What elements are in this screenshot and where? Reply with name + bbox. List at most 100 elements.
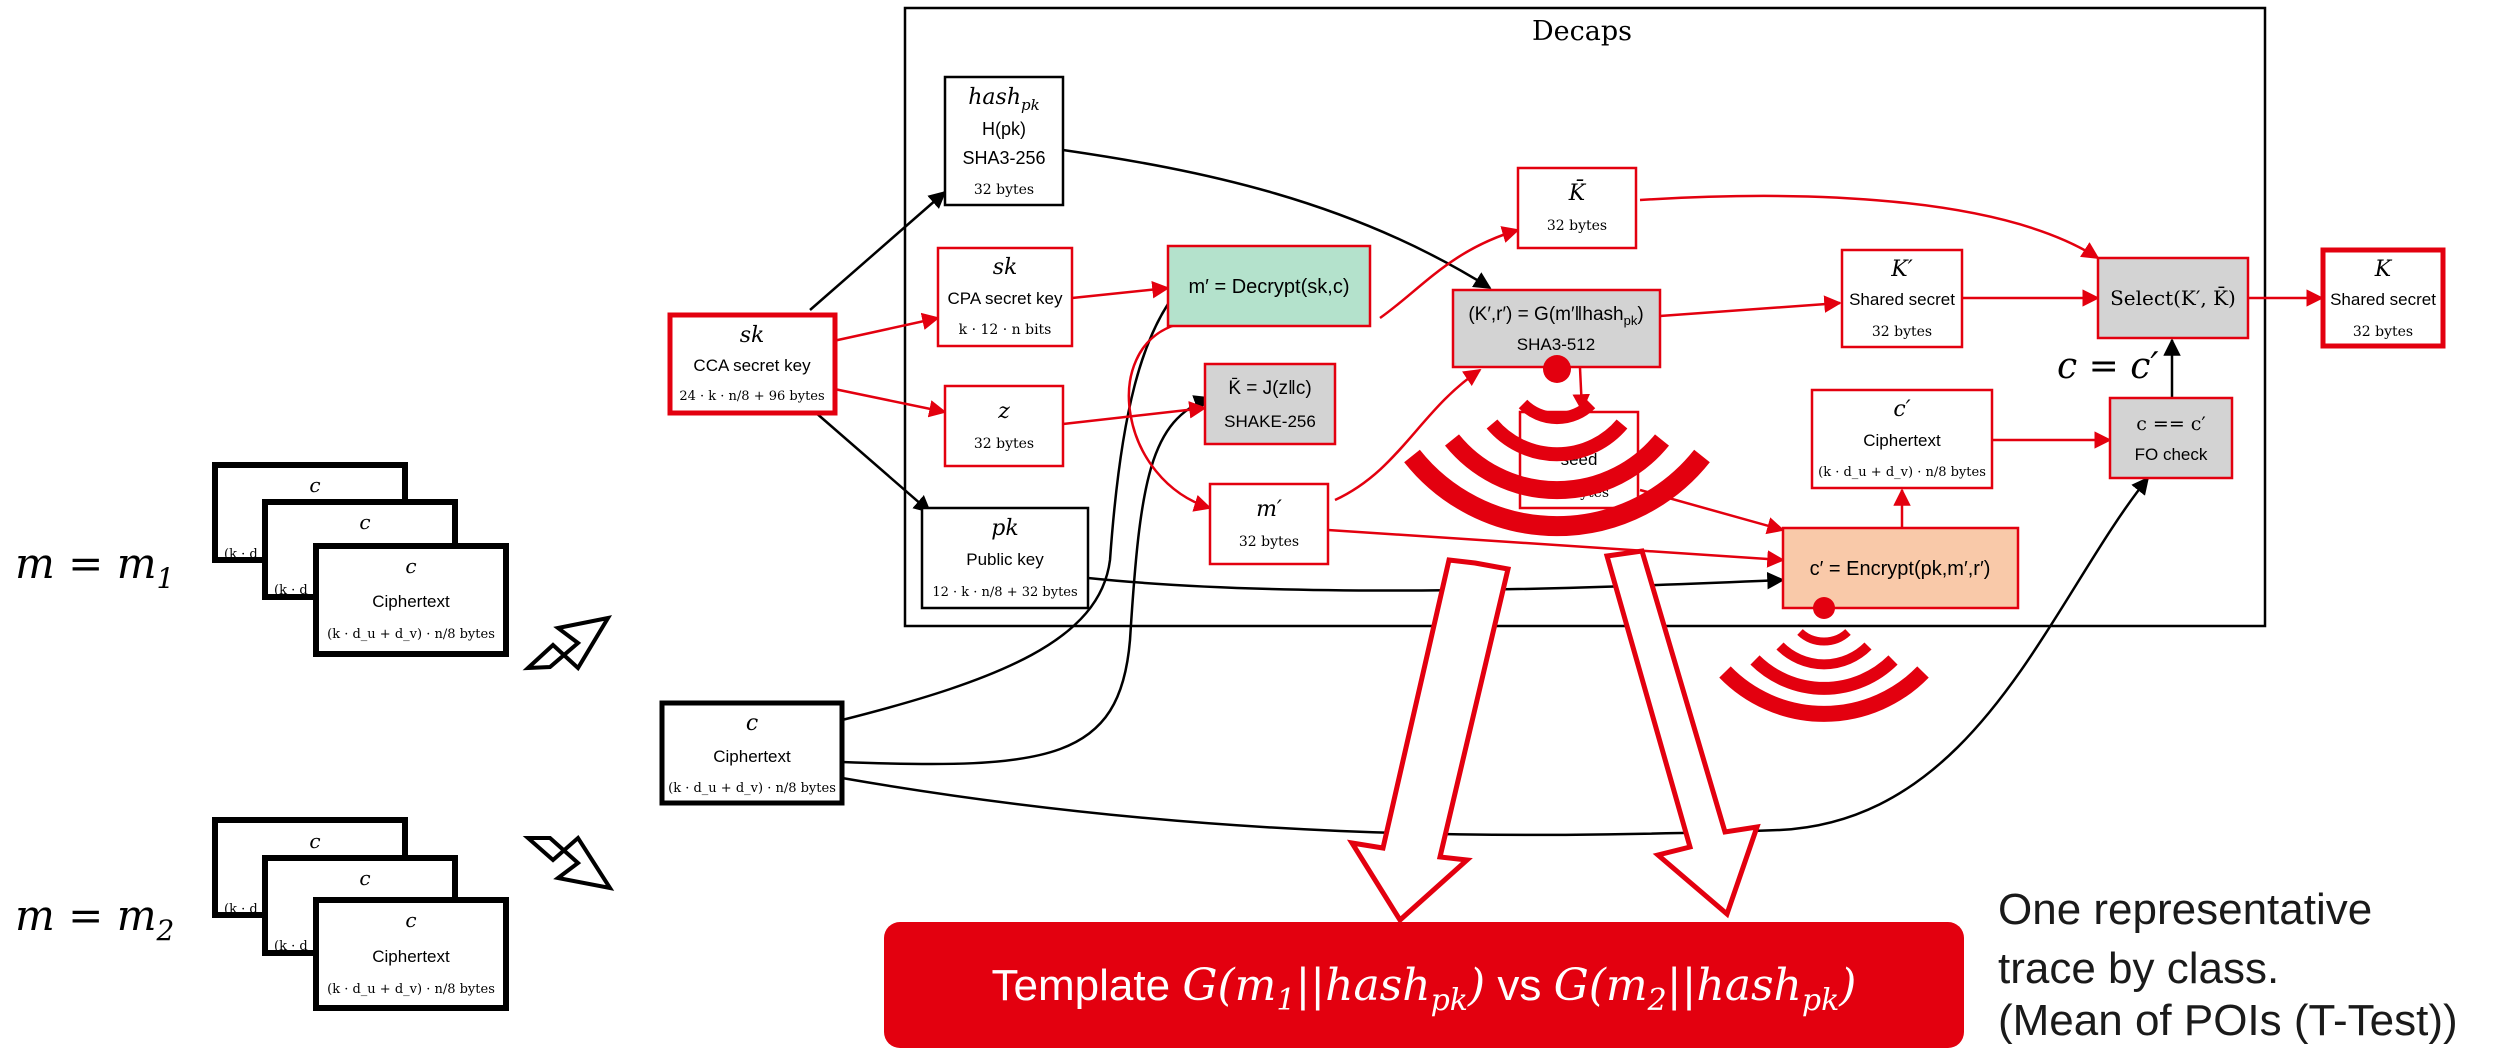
- svg-text:(k · d_u + d_v) · n/8 bytes: (k · d_u + d_v) · n/8 bytes: [327, 627, 495, 642]
- svg-text:(k · d: (k · d: [274, 583, 308, 598]
- node-select: Select(K′, K̄): [2096, 256, 2250, 340]
- svg-text:sk: sk: [993, 255, 1018, 280]
- svg-text:Template G(m1||hashpk) vs G(m2: Template G(m1||hashpk) vs G(m2||hashpk): [992, 960, 1857, 1018]
- svg-text:K′: K′: [1890, 257, 1912, 282]
- svg-text:Public key: Public key: [966, 550, 1044, 569]
- svg-text:Shared secret: Shared secret: [1849, 290, 1955, 309]
- edge-mprime-encrypt: [1327, 528, 1785, 568]
- svg-text:Ciphertext: Ciphertext: [713, 747, 791, 766]
- svg-text:(Mean of POIs (T-Test)): (Mean of POIs (T-Test)): [1998, 996, 2458, 1045]
- template-banner: Template G(m1||hashpk) vs G(m2||hashpk): [884, 922, 1964, 1048]
- svg-text:SHA3-512: SHA3-512: [1517, 335, 1595, 354]
- node-kbar-j: K̄ = J(z‖c) SHAKE-256: [1203, 362, 1337, 446]
- edge-g-seed: [1572, 367, 1590, 412]
- edge-hashpk-g: [1062, 148, 1492, 290]
- node-z: z 32 bytes: [943, 384, 1065, 468]
- svg-text:c: c: [309, 829, 320, 853]
- svg-text:m′ = Decrypt(sk,c): m′ = Decrypt(sk,c): [1189, 276, 1350, 298]
- node-pk: pk Public key 12 · k · n/8 + 32 bytes: [920, 506, 1090, 610]
- svg-text:(k · d_u + d_v) · n/8 bytes: (k · d_u + d_v) · n/8 bytes: [327, 982, 495, 997]
- svg-text:CCA secret key: CCA secret key: [693, 356, 811, 375]
- svg-text:m′: m′: [1256, 497, 1282, 522]
- svg-text:c′ = Encrypt(pk,m′,r′): c′ = Encrypt(pk,m′,r′): [1810, 558, 1991, 580]
- ciphertext-stack-1: c (k · d c (k · d c Ciphertext (k · d_u …: [212, 462, 509, 657]
- label-m1: m = m1: [15, 539, 174, 595]
- node-sk-cca: sk CCA secret key 24 · k · n/8 + 96 byte…: [667, 312, 838, 416]
- svg-text:pk: pk: [991, 516, 1018, 541]
- node-k-out: K Shared secret 32 bytes: [2320, 247, 2446, 349]
- svg-text:z: z: [997, 399, 1010, 424]
- svg-text:(k · d_u + d_v) · n/8 bytes: (k · d_u + d_v) · n/8 bytes: [668, 781, 836, 796]
- leakage-icon-g: [1404, 355, 1710, 537]
- svg-text:32 bytes: 32 bytes: [1239, 534, 1299, 550]
- hollow-arrow-upper: [522, 615, 613, 672]
- edge-mprime-g: [1334, 368, 1482, 502]
- svg-text:32 bytes: 32 bytes: [2353, 324, 2413, 340]
- svg-text:(k · d_u + d_v) · n/8 bytes: (k · d_u + d_v) · n/8 bytes: [1818, 465, 1986, 480]
- decaps-frame: [903, 6, 2267, 628]
- edge-c-decrypt: [841, 280, 1187, 722]
- edge-c-jhash: [841, 395, 1212, 766]
- svg-text:H(pk): H(pk): [982, 119, 1026, 139]
- svg-text:k · 12 · n bits: k · 12 · n bits: [959, 322, 1052, 338]
- svg-text:hashpk: hashpk: [968, 85, 1039, 114]
- svg-text:CPA secret key: CPA secret key: [948, 289, 1063, 308]
- edge-pk-encrypt: [1087, 571, 1785, 592]
- svg-text:Ciphertext: Ciphertext: [372, 592, 450, 611]
- leakage-icon-encrypt: [1719, 597, 1929, 722]
- svg-text:32 bytes: 32 bytes: [1547, 218, 1607, 234]
- svg-text:SHA3-256: SHA3-256: [962, 148, 1045, 168]
- svg-text:trace by class.: trace by class.: [1998, 944, 2279, 993]
- svg-text:Ciphertext: Ciphertext: [372, 947, 450, 966]
- node-cprime: c′ Ciphertext (k · d_u + d_v) · n/8 byte…: [1810, 388, 1994, 490]
- big-arrow-left: [1346, 557, 1512, 924]
- node-decrypt: m′ = Decrypt(sk,c): [1166, 244, 1372, 328]
- svg-text:Select(K′, K̄): Select(K′, K̄): [2110, 285, 2236, 310]
- svg-text:Ciphertext: Ciphertext: [1863, 431, 1941, 450]
- svg-text:sk: sk: [740, 323, 765, 348]
- svg-text:c == c′: c == c′: [2136, 413, 2206, 435]
- svg-text:c: c: [405, 908, 416, 932]
- big-arrow-right: [1603, 548, 1761, 919]
- svg-text:One representative: One representative: [1998, 885, 2372, 934]
- node-kprime: K′ Shared secret 32 bytes: [1840, 248, 1964, 349]
- edge-g-kprime: [1659, 295, 1842, 318]
- hollow-arrow-lower: [522, 834, 615, 891]
- edge-skcca-pk: [814, 411, 932, 514]
- svg-text:(k · d: (k · d: [224, 902, 258, 917]
- svg-text:K: K: [2374, 257, 2393, 282]
- svg-text:FO check: FO check: [2135, 445, 2208, 464]
- edge-skcpa-decrypt: [1071, 280, 1170, 300]
- ciphertext-stack-2: c (k · d c (k · d c Ciphertext (k · d_u …: [212, 817, 509, 1011]
- svg-text:24 · k · n/8 + 96 bytes: 24 · k · n/8 + 96 bytes: [679, 389, 824, 404]
- svg-text:(K′,r′) = G(m′‖hashpk): (K′,r′) = G(m′‖hashpk): [1468, 304, 1643, 328]
- svg-text:c: c: [359, 866, 370, 890]
- edge-skcca-hashpk: [809, 190, 947, 311]
- svg-text:K̄: K̄: [1568, 179, 1587, 206]
- edge-kbar-select: [1639, 194, 2100, 260]
- svg-text:c: c: [359, 510, 370, 534]
- decaps-title: Decaps: [1532, 16, 1632, 47]
- edge-z-jhash: [1062, 401, 1207, 426]
- caption: One representative trace by class. (Mean…: [1998, 885, 2458, 1045]
- node-encrypt: c′ = Encrypt(pk,m′,r′): [1781, 526, 2020, 610]
- svg-text:Shared secret: Shared secret: [2330, 290, 2436, 309]
- node-sk-cpa: sk CPA secret key k · 12 · n bits: [936, 246, 1074, 348]
- node-c-main: c Ciphertext (k · d_u + d_v) · n/8 bytes: [659, 700, 845, 806]
- edge-g-kbar: [1379, 226, 1520, 320]
- svg-text:(k · d: (k · d: [274, 939, 308, 954]
- node-mprime: m′ 32 bytes: [1208, 482, 1330, 566]
- svg-text:c: c: [746, 711, 758, 736]
- node-g: (K′,r′) = G(m′‖hashpk) SHA3-512: [1451, 288, 1662, 369]
- svg-text:32 bytes: 32 bytes: [974, 182, 1034, 198]
- node-fo-check: c == c′ FO check: [2108, 396, 2234, 480]
- svg-text:(k · d: (k · d: [224, 547, 258, 562]
- label-m2: m = m2: [15, 891, 174, 947]
- label-c-equals-cprime: c = c′: [2057, 346, 2159, 387]
- svg-text:c: c: [309, 473, 320, 497]
- svg-text:c: c: [405, 554, 416, 578]
- svg-text:32 bytes: 32 bytes: [974, 436, 1034, 452]
- svg-text:12 · k · n/8 + 32 bytes: 12 · k · n/8 + 32 bytes: [932, 585, 1077, 600]
- node-hashpk: hashpk H(pk) SHA3-256 32 bytes: [943, 75, 1065, 207]
